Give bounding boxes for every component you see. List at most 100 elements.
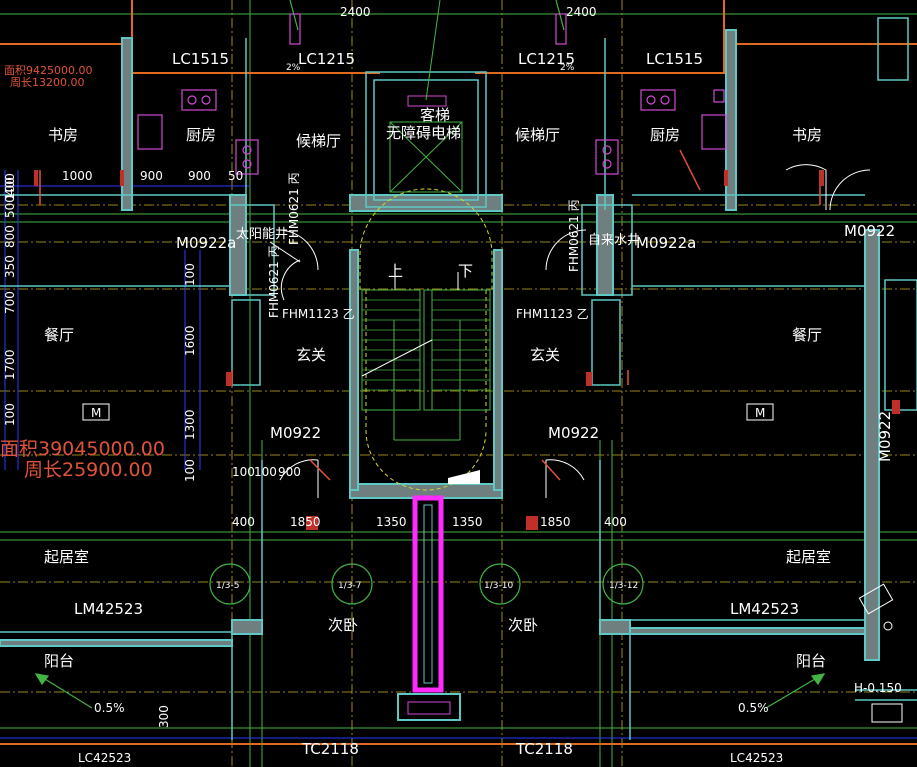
- room-elevator-accessible: 无障碍电梯: [386, 124, 461, 142]
- dim-900-c: 900: [278, 465, 301, 479]
- elevator-shaft: [389, 0, 463, 193]
- room-foyer-right: 玄关: [530, 346, 560, 364]
- axis-label-1: 1/3-5: [216, 581, 239, 591]
- door-swings: [269, 164, 871, 498]
- window-lc42523-left: LC42523: [78, 751, 131, 765]
- axis-label-4: 1/3-12: [609, 581, 638, 591]
- vdim-100-a: 100: [183, 263, 197, 286]
- vdim-350: 350: [3, 255, 17, 278]
- room-bedroom-left: 次卧: [328, 616, 358, 634]
- window-lc1515-left: LC1515: [172, 50, 229, 68]
- dim-400-left: 400: [232, 515, 255, 529]
- door-m0922-vertical: M0922: [876, 411, 894, 462]
- wall-outlines: [0, 17, 917, 740]
- vdim-400: 400: [3, 173, 17, 196]
- pct-label-b: 2%: [560, 63, 575, 73]
- level-label: H-0.150: [854, 681, 902, 695]
- window-tc2118-right: TC2118: [515, 740, 573, 758]
- door-tag-m-left: M: [91, 406, 101, 420]
- perimeter-annotation-small: 周长13200.00: [10, 76, 85, 89]
- room-study-right: 书房: [792, 126, 822, 144]
- room-bedroom-right: 次卧: [508, 616, 538, 634]
- window-lc1215-left: LC1215: [298, 50, 355, 68]
- room-balcony-left: 阳台: [44, 652, 74, 670]
- room-living-left: 起居室: [44, 548, 89, 566]
- door-lm42523-right: LM42523: [730, 600, 799, 618]
- door-lm42523-left: LM42523: [74, 600, 143, 618]
- door-tag-m-right: M: [755, 406, 765, 420]
- door-m0922-top-right: M0922: [844, 222, 895, 240]
- dim-100-a: 100: [232, 465, 255, 479]
- dim-2400-left: 2400: [340, 5, 371, 19]
- door-m0922-left: M0922: [270, 424, 321, 442]
- door-m0922a-right: M0922a: [636, 234, 696, 252]
- kitchen-fixtures: [137, 13, 727, 175]
- dim-1850-left: 1850: [290, 515, 321, 529]
- dim-300: 300: [157, 705, 171, 728]
- dim-400-right: 400: [604, 515, 627, 529]
- vdim-100-top: 100: [3, 177, 17, 200]
- stair-up-label: 上: [388, 262, 403, 280]
- dim-900-a: 900: [140, 169, 163, 183]
- window-lc1215-right: LC1215: [518, 50, 575, 68]
- slope-arrows: [34, 0, 826, 709]
- stair-down-label: 下: [458, 262, 473, 280]
- dim-2400-right: 2400: [566, 5, 597, 19]
- door-m0922a-left: M0922a: [176, 234, 236, 252]
- dim-100-b: 100: [254, 465, 277, 479]
- dim-1000: 1000: [62, 169, 93, 183]
- room-lobby-right: 候梯厅: [515, 126, 560, 144]
- fire-door-fhm0621-b: FHM0621 丙: [267, 245, 281, 318]
- dim-900-b: 900: [188, 169, 211, 183]
- door-leafs: [39, 149, 821, 481]
- dim-1350-right: 1350: [452, 515, 483, 529]
- dim-1350-left: 1350: [376, 515, 407, 529]
- room-solar-shaft: 太阳能井: [236, 227, 288, 242]
- room-foyer-left: 玄关: [296, 346, 326, 364]
- axis-bubbles: [209, 563, 644, 605]
- axis-label-3: 1/3-10: [484, 581, 513, 591]
- vdim-1600: 1600: [183, 325, 197, 356]
- room-balcony-right: 阳台: [796, 652, 826, 670]
- vdim-800: 800: [3, 225, 17, 248]
- window-lc42523-right: LC42523: [730, 751, 783, 765]
- vdim-1300: 1300: [183, 409, 197, 440]
- door-m0922-right: M0922: [548, 424, 599, 442]
- room-living-right: 起居室: [786, 548, 831, 566]
- pct-label-a: 2%: [286, 63, 301, 73]
- area-annotation-large: 面积39045000.00: [0, 438, 165, 460]
- wall-stubs: [34, 170, 900, 530]
- door-tag-left-box: [82, 403, 110, 421]
- door-tag-right-box: [746, 403, 774, 421]
- stair-core: [359, 188, 493, 491]
- slope-label-right: 0.5%: [738, 701, 769, 715]
- area-annotation-small: 面积9425000.00: [4, 64, 92, 77]
- vdim-700: 700: [3, 291, 17, 314]
- dim-50: 50: [228, 169, 243, 183]
- vdim-500: 500: [3, 195, 17, 218]
- room-study-left: 书房: [48, 126, 78, 144]
- vdim-100-b: 100: [183, 459, 197, 482]
- room-elevator-passenger: 客梯: [420, 106, 450, 124]
- room-kitchen-right: 厨房: [650, 126, 680, 144]
- room-dining-right: 餐厅: [792, 326, 822, 344]
- slope-label-left: 0.5%: [94, 701, 125, 715]
- fire-door-fhm0621-a: FHM0621 丙: [287, 172, 301, 245]
- fire-door-fhm1123-right: FHM1123 乙: [516, 307, 589, 321]
- perimeter-annotation-large: 周长25900.00: [24, 459, 153, 481]
- dim-1850-right: 1850: [540, 515, 571, 529]
- room-water-shaft: 自来水井: [588, 233, 640, 248]
- vdim-100-c: 100: [3, 403, 17, 426]
- window-tc2118-left: TC2118: [301, 740, 359, 758]
- axis-label-2: 1/3-7: [338, 581, 361, 591]
- room-lobby-left: 候梯厅: [296, 132, 341, 150]
- ac-unit-right: [858, 583, 903, 723]
- fire-door-fhm1123-left: FHM1123 乙: [282, 307, 355, 321]
- highlight-corridor: [397, 495, 461, 721]
- room-dining-left: 餐厅: [44, 326, 74, 344]
- room-kitchen-left: 厨房: [186, 126, 216, 144]
- window-lc1515-right: LC1515: [646, 50, 703, 68]
- fire-door-fhm0621-c: FHM0621 丙: [567, 199, 581, 272]
- vdim-1700: 1700: [3, 349, 17, 380]
